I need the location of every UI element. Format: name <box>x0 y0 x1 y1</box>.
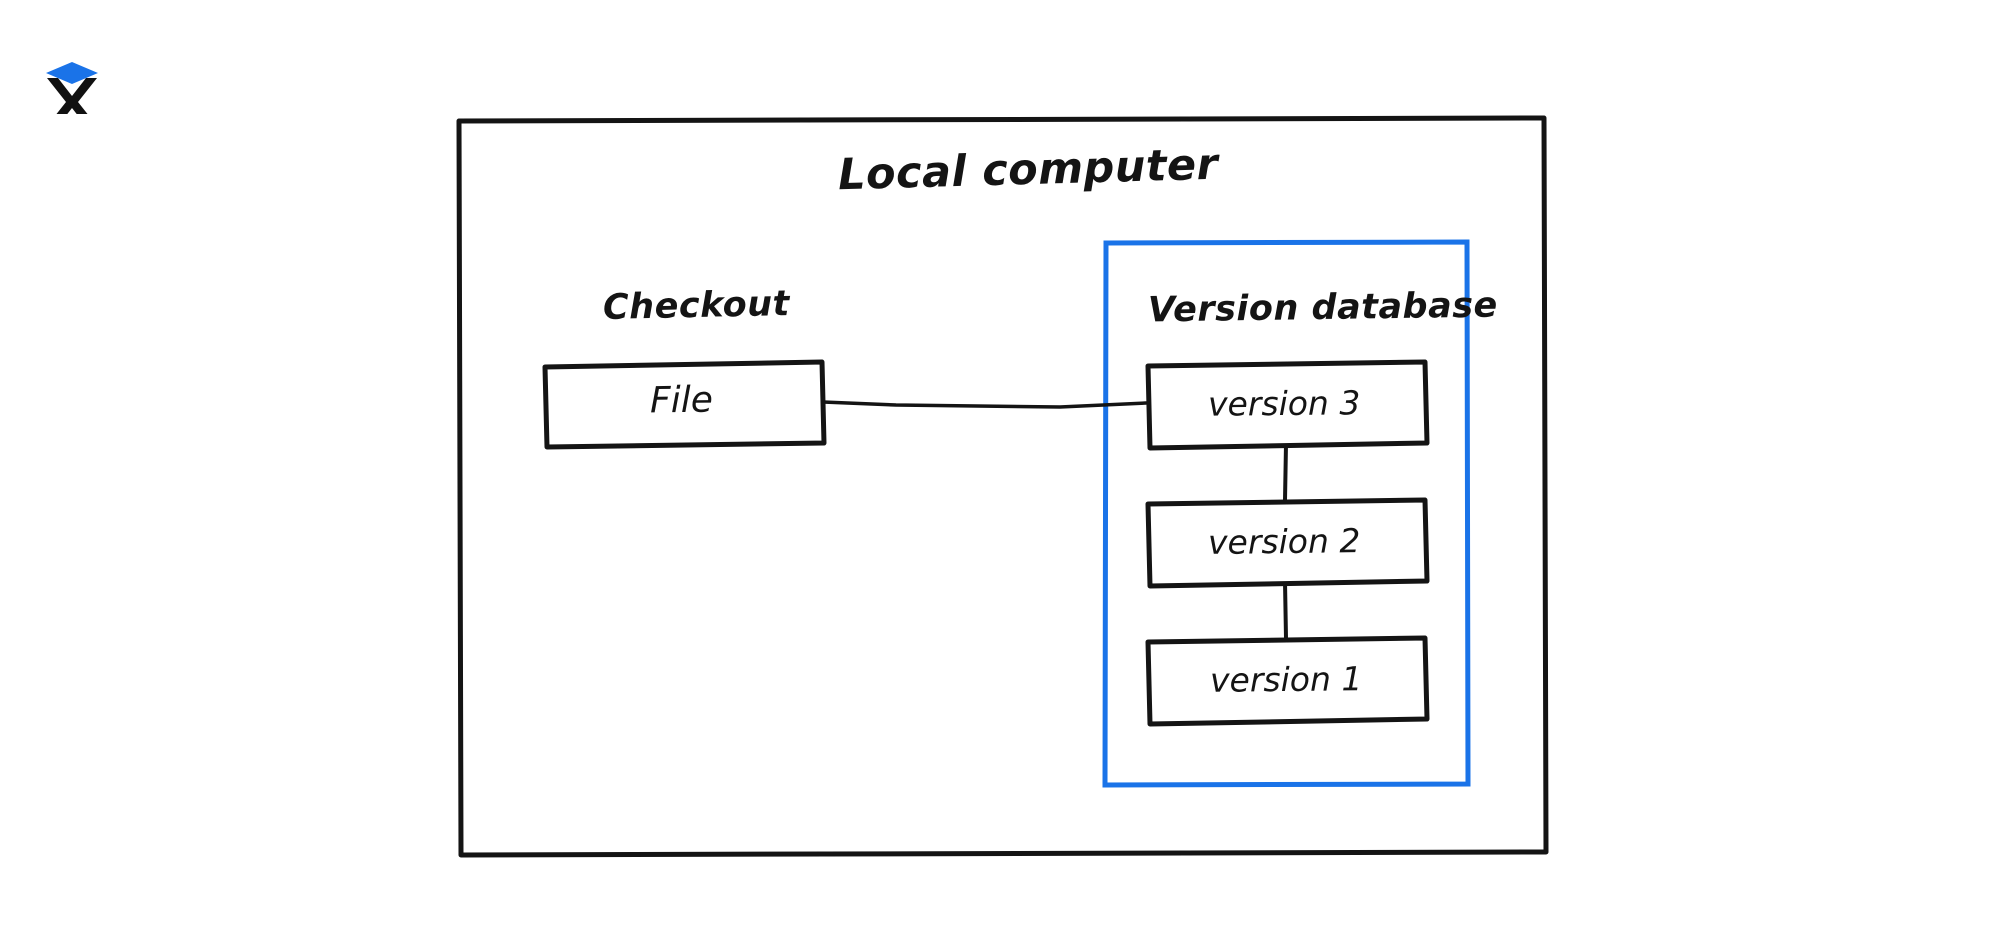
version-1-label: version 1 <box>1209 659 1363 700</box>
hackmd-logo-icon[interactable] <box>42 52 102 114</box>
version-1-box <box>1145 635 1430 727</box>
connector-version-2-to-version-1 <box>1283 580 1288 640</box>
local-computer-box <box>456 115 1549 858</box>
checkout-label: Checkout <box>602 284 791 328</box>
version-3-box <box>1145 359 1430 451</box>
local-computer-title: Local computer <box>837 139 1219 201</box>
connector-file-to-version-3 <box>821 400 1148 409</box>
version-database-box <box>1102 239 1471 788</box>
logo-diamond-icon <box>46 62 98 84</box>
file-box-label: File <box>649 379 714 422</box>
version-database-label: Version database <box>1147 285 1499 331</box>
logo-x-icon <box>47 78 97 114</box>
connector-version-3-to-version-2 <box>1283 442 1288 502</box>
file-box <box>542 359 827 450</box>
version-2-label: version 2 <box>1207 521 1361 562</box>
version-2-box <box>1145 497 1430 589</box>
version-3-label: version 3 <box>1207 383 1361 424</box>
